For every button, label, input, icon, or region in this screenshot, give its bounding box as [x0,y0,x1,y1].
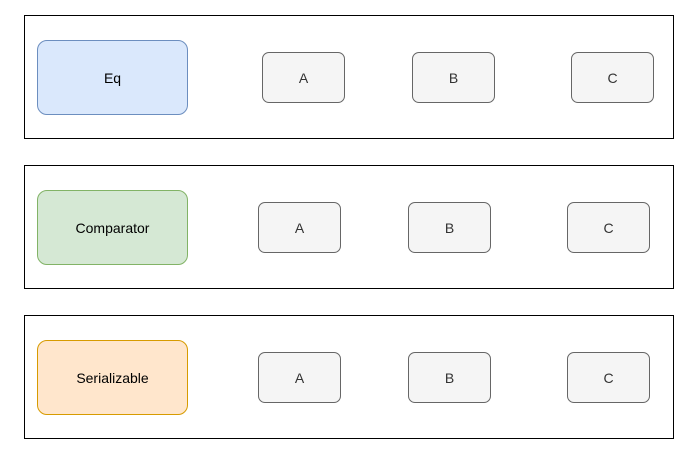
serializable-row-node-c: C [567,352,650,403]
comparator-row-node-c: C [567,202,650,253]
eq-trait-box: Eq [37,40,188,115]
serializable-row-node-b: B [408,352,491,403]
comparator-row-node-b: B [408,202,491,253]
serializable-row-container: Serializable A B C [24,315,674,439]
comparator-trait-box: Comparator [37,190,188,265]
comparator-row-container: Comparator A B C [24,165,674,289]
comparator-row-node-a: A [258,202,341,253]
serializable-row-node-a: A [258,352,341,403]
eq-row-node-b: B [412,52,495,103]
eq-row-container: Eq A B C [24,15,674,139]
eq-row-node-a: A [262,52,345,103]
eq-row-node-c: C [571,52,654,103]
serializable-trait-box: Serializable [37,340,188,415]
